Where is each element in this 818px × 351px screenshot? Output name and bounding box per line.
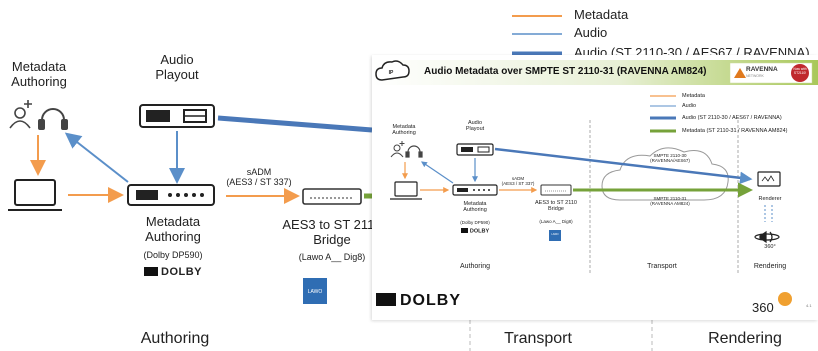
slide-bridge-title: AES3 to ST 2110 Bridge [535, 200, 577, 213]
now-with-badge-text: Now with ST2110! [793, 67, 807, 75]
slide-section-transport: Transport [647, 263, 677, 270]
metadata-authoring-label: Metadata Authoring [11, 59, 67, 89]
slide-device-model: (Dolby DP590) [460, 220, 490, 225]
slide-section-rendering: Rendering [753, 263, 787, 270]
slide-person-icon [390, 141, 405, 158]
dp590-device-icon [127, 184, 215, 206]
slide-audio-playout: Audio Playout [465, 120, 485, 133]
section-rendering-bg: Rendering [708, 330, 782, 347]
ravenna-logo-mark [734, 68, 746, 78]
device-model-label: (Dolby DP590) [143, 250, 203, 260]
ip-cloud-icon [375, 60, 410, 81]
speaker-360-icon [754, 230, 780, 244]
sadm-label: sADM (AES3 / ST 337) [226, 167, 292, 188]
lawo-logo: LAWO [307, 289, 323, 295]
slide-bridge-model: (Lawo A__ Dig8) [539, 219, 573, 224]
headphones-icon [38, 108, 68, 130]
person-icon [9, 100, 32, 129]
slide-bridge-icon [540, 184, 572, 196]
ip-badge: IP [388, 70, 394, 76]
audio-playout-device-icon [139, 104, 215, 128]
renderer-label: Renderer [758, 196, 782, 202]
slide-legend-metadata-2110: Metadata (ST 2110-31 / RAVENNA AM824) [682, 128, 788, 134]
audio-2110-line [494, 147, 753, 185]
slide-laptop-icon [390, 181, 422, 200]
slide-playout-icon [456, 143, 494, 156]
section-transport-bg: Transport [504, 330, 572, 347]
slide-title: Audio Metadata over SMPTE ST 2110-31 (RA… [424, 66, 707, 77]
slide-legend-audio-2110: Audio (ST 2110-30 / AES67 / RAVENNA) [682, 115, 782, 121]
cut-360-text: 360 [752, 300, 774, 315]
slide-legend-metadata: Metadata [682, 93, 705, 99]
now-with-badge [791, 64, 809, 82]
corner-logo [778, 292, 792, 306]
slide-sadm: sADM (AES3 / ST 337) [501, 176, 535, 187]
slide-lawo-text: LAWO [551, 233, 559, 236]
bridge-model-label: (Lawo A__ Dig8) [298, 252, 366, 262]
ravenna-sub: NETWORK [746, 74, 764, 78]
dolby-logo-small: DOLBY [128, 266, 218, 279]
transport-cloud [601, 147, 729, 201]
legend-metadata-label: Metadata [574, 7, 629, 22]
audio-playout-label: Audio Playout [155, 52, 199, 82]
slide-device-title: Metadata Authoring [463, 201, 487, 214]
cloud-2110-30-label: SMPTE 2110-30 (RAVENNA/AES67) [650, 153, 690, 164]
dolby-big-logo: DOLBY [376, 292, 461, 310]
lawo-logo-bg [303, 278, 327, 304]
slide-legend-audio: Audio [682, 103, 697, 109]
slide-headphones-icon [405, 145, 423, 158]
cloud-2110-31-label: SMPTE 2110-31 (RAVENNA AM824) [650, 196, 690, 207]
renderer-icon [757, 171, 781, 187]
legend-audio-label: Audio [574, 25, 608, 40]
audio-2110-line-bg [217, 115, 373, 133]
ravenna-logo: RAVENNA [746, 66, 778, 73]
section-authoring-bg: Authoring [140, 330, 210, 347]
slide-section-authoring: Authoring [460, 263, 490, 270]
slide-lawo-logo [549, 230, 561, 241]
slide-metadata-authoring: Metadata Authoring [392, 124, 416, 137]
slide-dolby-logo: DOLBY [450, 228, 500, 235]
ravenna-logo-box [729, 62, 813, 84]
device-title-label: Metadata Authoring [145, 214, 201, 244]
degrees-label: 360° [764, 244, 776, 250]
bridge-device-icon [302, 188, 362, 205]
slide-dp590-icon [452, 184, 498, 196]
page-number: 4.1 [806, 303, 812, 308]
laptop-icon [8, 179, 62, 211]
arrow-device-to-headphones [64, 132, 129, 183]
